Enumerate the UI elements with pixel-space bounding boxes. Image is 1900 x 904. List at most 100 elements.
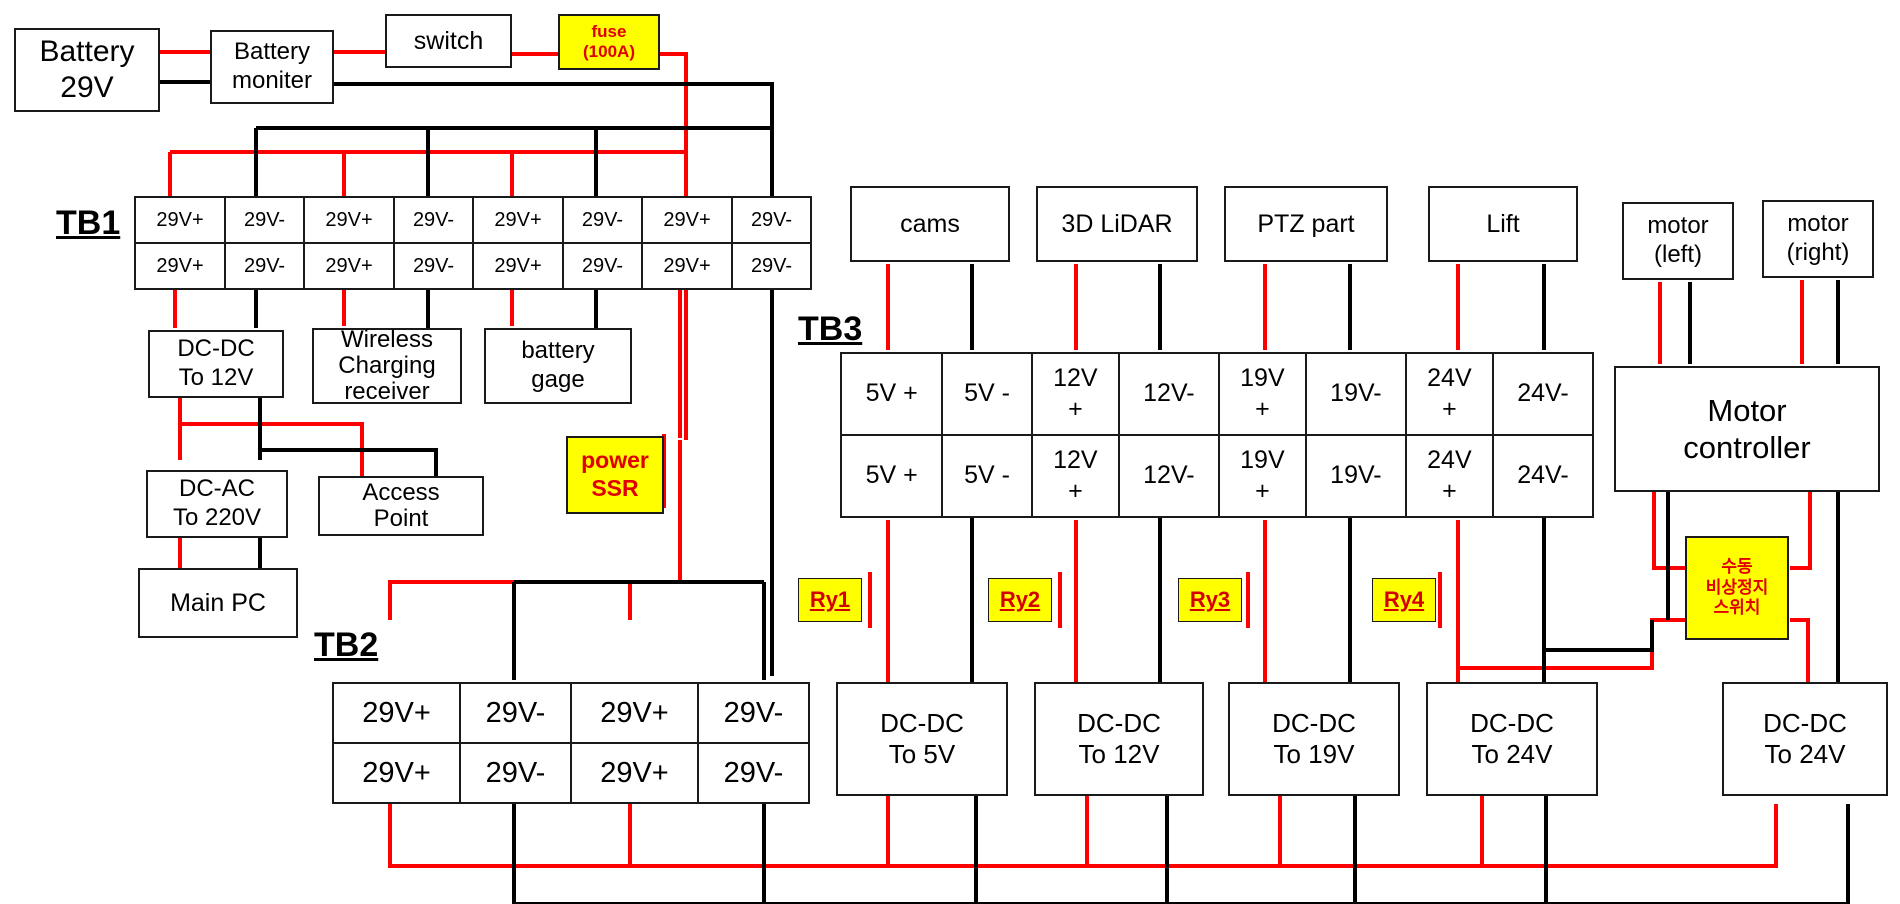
tb3-terminal: 5V +: [839, 352, 944, 436]
lidar-box: 3D LiDAR: [1036, 186, 1198, 262]
relay-ry4: Ry4: [1372, 578, 1436, 622]
dcdc-19v-box: DC-DC To 19V: [1228, 682, 1400, 796]
estop-line2: 비상정지: [1705, 577, 1769, 597]
tb2-terminal: 29V-: [696, 742, 811, 804]
negative-wires: [160, 80, 1850, 904]
tb1-terminal: 29V+: [133, 242, 227, 290]
dcdc-24v-motor-line2: To 24V: [1764, 739, 1846, 769]
tb2-label: TB2: [314, 626, 379, 664]
dcdc-5v-line1: DC-DC: [880, 707, 964, 738]
motor-right-line2: (right): [1786, 239, 1850, 266]
tb3-terminal: 12V-: [1117, 434, 1220, 518]
relay-ry1: Ry1: [798, 578, 862, 622]
tb1-row-2: 29V+ 29V- 29V+ 29V- 29V+ 29V- 29V+ 29V-: [133, 242, 812, 290]
tb3-terminal: 5V +: [839, 434, 944, 518]
tb1-terminal: 29V-: [731, 242, 812, 290]
tb3-terminal-sign: +: [1255, 395, 1270, 423]
tb3-terminal-sign: +: [1442, 395, 1457, 423]
tb1-terminal: 29V-: [224, 242, 305, 290]
battery-gage-box: battery gage: [484, 328, 632, 404]
tb3-terminal-text: 12V: [1053, 363, 1098, 392]
battery-gage-line1: battery: [521, 337, 595, 365]
tb3-row-2: 5V + 5V - 12V + 12V- 19V + 19V- 24V + 24V-: [839, 434, 1595, 518]
wireless-line3: receiver: [344, 377, 430, 405]
tb3-terminal: 24V +: [1404, 352, 1494, 436]
motor-right-line1: motor: [1787, 210, 1849, 238]
dcac-line1: DC-AC: [179, 475, 255, 503]
dcdc-12v-tb3-box: DC-DC To 12V: [1034, 682, 1204, 796]
battery-label: Battery: [39, 35, 135, 68]
tb3-terminal: 12V-: [1117, 352, 1220, 436]
tb3-terminal-text: 19V: [1240, 445, 1285, 474]
tb3-terminal-sign: +: [1442, 477, 1457, 505]
tb2-terminal: 29V+: [332, 682, 461, 744]
lift-label: Lift: [1486, 210, 1520, 238]
power-ssr-line1: power: [581, 447, 649, 474]
main-pc-box: Main PC: [138, 568, 298, 638]
tb3-terminal: 5V -: [941, 434, 1033, 518]
switch-label: switch: [413, 27, 484, 55]
estop-line1: 수동: [1721, 557, 1753, 577]
tb3-terminal-text: 19V-: [1330, 461, 1382, 490]
motor-controller-line2: controller: [1683, 430, 1811, 465]
tb1-label: TB1: [56, 204, 121, 242]
tb2-terminal: 29V-: [458, 742, 572, 804]
relay-contacts: [662, 434, 1460, 628]
tb3-terminal-text: 24V-: [1517, 461, 1569, 490]
tb3-terminal-text: 24V: [1427, 363, 1472, 392]
dcdc-19v-line1: DC-DC: [1272, 707, 1356, 738]
tb3-terminal-text: 24V: [1427, 445, 1472, 474]
tb3-terminal: 5V -: [941, 352, 1033, 436]
tb2-row-2: 29V+ 29V- 29V+ 29V-: [332, 742, 811, 804]
tb1-terminal: 29V+: [471, 196, 565, 244]
tb3-terminal: 19V+: [1217, 352, 1307, 436]
tb1-terminal: 29V+: [640, 242, 734, 290]
tb1-terminal: 29V-: [731, 196, 812, 244]
tb3-terminal: 24V-: [1491, 352, 1595, 436]
dcdc-12v-tb3-line2: To 12V: [1078, 739, 1160, 769]
dcdc-24v-motor-line1: DC-DC: [1763, 707, 1847, 738]
estop-line3: 스위치: [1713, 598, 1761, 618]
tb1-terminal: 29V-: [562, 242, 643, 290]
access-point-box: Access Point: [318, 476, 484, 536]
dcdc-5v-line2: To 5V: [888, 739, 956, 769]
tb3-terminal-sign: +: [1255, 477, 1270, 505]
tb1-row-1: 29V+ 29V- 29V+ 29V- 29V+ 29V- 29V+ 29V-: [133, 196, 812, 244]
battery-gage-line2: gage: [531, 366, 585, 393]
tb3-terminal-sign: +: [1068, 477, 1083, 505]
tb1-terminal: 29V+: [302, 196, 396, 244]
tb1-terminal: 29V-: [393, 242, 474, 290]
tb1-terminal: 29V-: [224, 196, 305, 244]
fuse-box: fuse (100A): [558, 14, 660, 70]
cams-label: cams: [900, 210, 960, 238]
dcdc-24v-box: DC-DC To 24V: [1426, 682, 1598, 796]
tb3-terminal-text: 12V-: [1143, 379, 1195, 408]
tb3-terminal-text: 24V-: [1517, 379, 1569, 408]
motor-right-box: motor (right): [1762, 200, 1874, 278]
tb3-terminal-text: 12V: [1053, 445, 1098, 474]
dcdc-5v-box: DC-DC To 5V: [836, 682, 1008, 796]
wireless-line2: Charging: [338, 352, 436, 380]
tb3-terminal-text: 5V -: [964, 379, 1011, 408]
estop-switch-box: 수동 비상정지 스위치: [1685, 536, 1789, 640]
tb3-label: TB3: [798, 310, 863, 348]
fuse-label: fuse: [591, 21, 627, 41]
tb2-terminal: 29V+: [332, 742, 461, 804]
tb3-terminal-sign: +: [1068, 395, 1083, 423]
relay-ry2: Ry2: [988, 578, 1052, 622]
dcdc-12v-line2: To 12V: [178, 364, 254, 391]
access-point-line2: Point: [373, 505, 429, 532]
tb3-terminal-text: 12V-: [1143, 461, 1195, 490]
battery-monitor-line2: moniter: [231, 67, 313, 94]
tb3-terminal-text: 5V +: [865, 379, 918, 408]
dcdc-24v-line1: DC-DC: [1470, 707, 1554, 738]
main-pc-label: Main PC: [170, 589, 266, 617]
tb2-terminal: 29V+: [569, 742, 699, 804]
tb1-terminal: 29V-: [562, 196, 643, 244]
tb1-terminal: 29V+: [640, 196, 734, 244]
tb3-terminal: 12V +: [1030, 434, 1120, 518]
tb3-terminal: 19V-: [1304, 434, 1407, 518]
motor-left-line2: (left): [1654, 241, 1702, 268]
tb3-terminal: 24V +: [1404, 434, 1494, 518]
